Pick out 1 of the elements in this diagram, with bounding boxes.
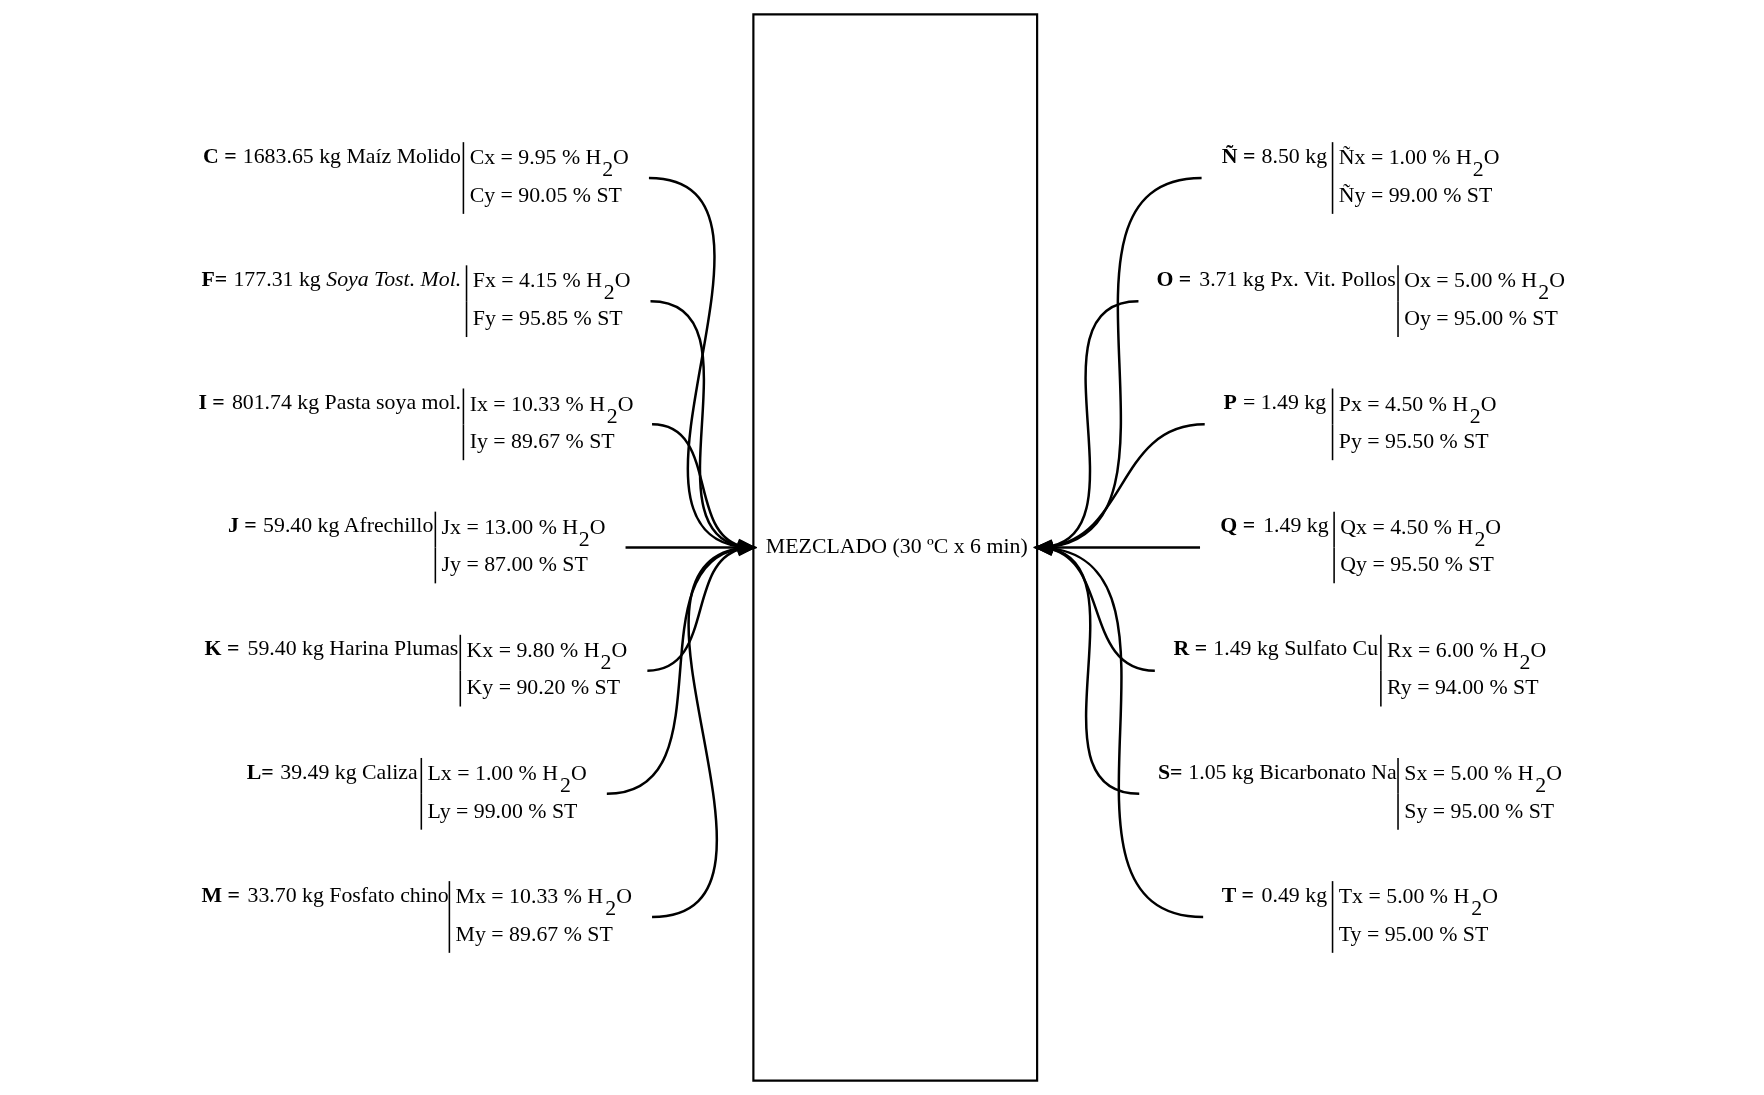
node-box: MEZCLADO (30 ºC x 6 min) bbox=[752, 13, 1039, 1082]
